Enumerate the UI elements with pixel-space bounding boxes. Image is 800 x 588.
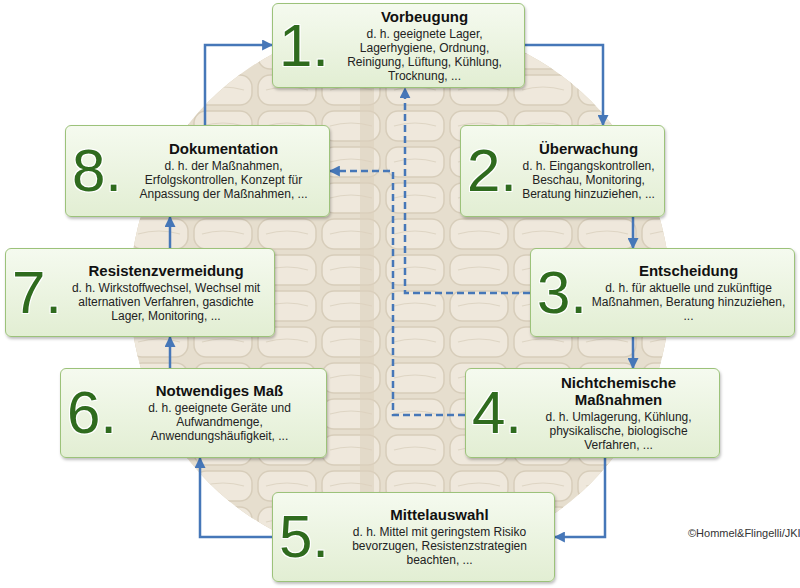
text-column: Nichtchemische Maßnahmend. h. Umlagerung… — [526, 374, 711, 453]
callout-number: 7. — [12, 263, 62, 323]
text-column: Entscheidung d. h. für aktuelle und zukün… — [591, 262, 786, 324]
step-description: d. h. Eingangskontrollen, Beschau, Monit… — [521, 160, 656, 201]
step-box: 2.Überwachung d. h. Eingangskontrollen, B… — [460, 125, 665, 217]
step-box: 6.Notwendiges Maß d. h. geeignete Geräte … — [60, 368, 327, 458]
flow-arrow — [525, 45, 603, 125]
callout-number: 5. — [279, 507, 329, 567]
copyright-note: ©Hommel&Flingelli/JKI — [688, 527, 800, 539]
step-box: 5.Mittelauswahl d. h. Mittel mit geringst… — [272, 492, 555, 582]
step-heading: Notwendiges Maß — [121, 382, 318, 399]
flow-arrow — [169, 337, 172, 368]
text-column: Notwendiges Maß d. h. geeignete Geräte un… — [121, 382, 318, 444]
callout-number: 3. — [537, 263, 587, 323]
step-heading: Nichtchemische Maßnahmen — [526, 374, 711, 409]
step-heading: Entscheidung — [591, 262, 786, 279]
callout-number: 6. — [67, 383, 117, 443]
flow-arrow — [169, 217, 172, 248]
flow-arrow — [632, 217, 635, 248]
step-description: d. h. geeignete Lager, Lagerhygiene, Ord… — [333, 28, 516, 83]
flow-arrow — [632, 337, 635, 368]
callout-number: 1. — [279, 16, 329, 76]
callout-number: 8. — [72, 141, 122, 201]
flow-arrow — [200, 458, 272, 537]
step-description: d. h. geeignete Geräte und Aufwandmenge,… — [121, 402, 318, 443]
step-box: 1.Vorbeugung d. h. geeignete Lager, Lager… — [272, 3, 525, 88]
step-description: d. h. Umlagerung, Kühlung, physikalische… — [526, 411, 711, 452]
callout-number: 4. — [472, 383, 522, 443]
step-heading: Mittelauswahl — [333, 506, 546, 523]
step-box: 8.Dokumentation d. h. der Maßnahmen, Erfo… — [65, 125, 330, 217]
text-column: Dokumentation d. h. der Maßnahmen, Erfolg… — [126, 140, 321, 202]
flow-arrow — [555, 458, 605, 537]
step-description: d. h. für aktuelle und zukünftige Maßnah… — [591, 282, 786, 323]
step-heading: Vorbeugung — [333, 8, 516, 25]
text-column: Mittelauswahl d. h. Mittel mit geringstem… — [333, 506, 546, 568]
step-heading: Resistenzvermeidung — [66, 262, 266, 279]
step-box: 4.Nichtchemische Maßnahmend. h. Umlageru… — [465, 368, 720, 458]
step-description: d. h. der Maßnahmen, Erfolgskontrollen, … — [126, 160, 321, 201]
text-column: Resistenzvermeidung d. h. Wirkstoffwechse… — [66, 262, 266, 324]
text-column: Überwachung d. h. Eingangskontrollen, Bes… — [521, 140, 656, 202]
step-heading: Überwachung — [521, 140, 656, 157]
step-box: 7.Resistenzvermeidung d. h. Wirkstoffwech… — [5, 248, 275, 337]
step-description: d. h. Mittel mit geringstem Risiko bevor… — [333, 526, 546, 567]
step-heading: Dokumentation — [126, 140, 321, 157]
dashed-connector — [330, 171, 465, 415]
text-column: Vorbeugung d. h. geeignete Lager, Lagerhy… — [333, 8, 516, 83]
step-box: 3.Entscheidung d. h. für aktuelle und zuk… — [530, 248, 795, 337]
dashed-connector — [405, 88, 530, 293]
callout-number: 2. — [467, 141, 517, 201]
flow-arrow — [205, 45, 272, 125]
step-description: d. h. Wirkstoffwechsel, Wechsel mit alte… — [66, 282, 266, 323]
